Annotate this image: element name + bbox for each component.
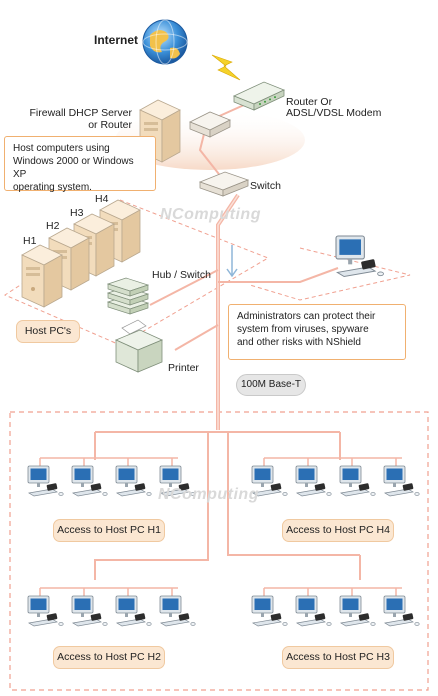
internet-label: Internet xyxy=(94,33,139,47)
terminal-pc-icon xyxy=(383,595,420,627)
host-note-line2: Windows 2000 or Windows XP xyxy=(13,156,134,180)
internet-globe-icon xyxy=(142,19,188,65)
terminal-pc-icon xyxy=(295,595,332,627)
down-arrow-icon xyxy=(226,245,238,278)
ncomputing-watermark-top: NComputing xyxy=(160,206,261,223)
host-label-h4: H4 xyxy=(95,193,109,205)
group-label-h1: Access to Host PC H1 xyxy=(53,519,165,542)
switch-icon xyxy=(198,171,250,197)
host-label-h3: H3 xyxy=(70,207,84,219)
terminal-pc-icon xyxy=(383,465,420,497)
group-label-h4: Access to Host PC H4 xyxy=(282,519,394,542)
modem-icon xyxy=(232,81,286,111)
firewall-label-line1: Firewall DHCP Server xyxy=(29,107,133,119)
terminal-pc-icon xyxy=(295,465,332,497)
admin-pc-icon xyxy=(335,235,385,278)
terminal-pc-icon xyxy=(251,595,288,627)
router-box-icon xyxy=(189,111,231,138)
host-note-line3: operating system. xyxy=(13,182,92,193)
host-pcs-label: Host PC's xyxy=(16,320,80,343)
switch-label: Switch xyxy=(250,180,281,192)
terminal-pc-icon xyxy=(339,465,376,497)
terminal-pc-icon xyxy=(115,465,152,497)
hub-switch-icon xyxy=(106,277,150,315)
host-computers-note: Host computers using Windows 2000 or Win… xyxy=(4,136,156,193)
admin-note-line3: and other risks with NShield xyxy=(237,337,361,348)
terminal-pc-icon xyxy=(27,465,64,497)
admin-note: Administrators can protect their system … xyxy=(228,304,406,360)
group-label-h3: Access to Host PC H3 xyxy=(282,646,394,669)
ncomputing-watermark-bottom: NComputing xyxy=(158,486,259,503)
terminal-pc-icon xyxy=(71,465,108,497)
terminal-pc-icon xyxy=(159,595,196,627)
router-label-line1: Router Or xyxy=(286,96,333,108)
host-label-h1: H1 xyxy=(23,235,37,247)
firewall-label-line2: or Router xyxy=(88,119,132,131)
terminal-pc-icon xyxy=(71,595,108,627)
terminal-pc-icon xyxy=(115,595,152,627)
router-label-line2: ADSL/VDSL Modem xyxy=(286,107,382,119)
printer-icon xyxy=(114,319,164,373)
network-speed-badge: 100M Base-T xyxy=(236,374,306,396)
terminal-pc-icon xyxy=(339,595,376,627)
terminal-pc-icon xyxy=(27,595,64,627)
printer-label: Printer xyxy=(168,362,199,374)
admin-note-line2: system from viruses, spyware xyxy=(237,324,369,335)
host-tower-icon xyxy=(21,244,63,308)
lightning-icon xyxy=(211,54,241,81)
host-note-line1: Host computers using xyxy=(13,143,110,154)
group-label-h2: Access to Host PC H2 xyxy=(53,646,165,669)
hub-switch-label: Hub / Switch xyxy=(152,269,211,281)
admin-note-line1: Administrators can protect their xyxy=(237,311,376,322)
host-label-h2: H2 xyxy=(46,220,60,232)
